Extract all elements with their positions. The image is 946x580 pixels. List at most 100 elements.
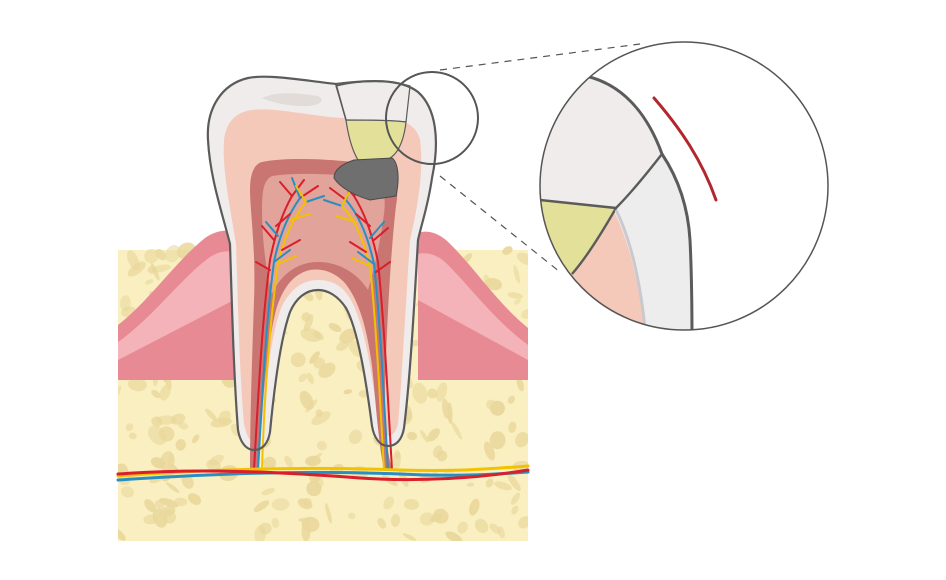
bone-spot bbox=[484, 277, 503, 291]
bone-spot bbox=[516, 252, 528, 266]
bone-spot bbox=[336, 341, 349, 351]
pulp-vessel bbox=[261, 201, 307, 471]
magnified-enamel bbox=[612, 152, 692, 330]
bone-spot bbox=[175, 439, 186, 451]
magnified-enamel-outline bbox=[585, 74, 694, 330]
bone-spot bbox=[514, 298, 522, 305]
magnifier-lens-large bbox=[539, 41, 829, 331]
bone-spot bbox=[436, 382, 448, 402]
enamel-wear bbox=[262, 93, 322, 106]
bone-spot bbox=[159, 498, 179, 508]
bone-spot bbox=[427, 428, 440, 442]
bone-spot bbox=[451, 421, 463, 440]
bone-spot bbox=[301, 312, 311, 322]
bone-spot bbox=[162, 509, 177, 524]
bone-spot bbox=[261, 488, 275, 496]
bone-spot bbox=[507, 395, 516, 404]
magnified-view bbox=[540, 42, 828, 330]
bone-spot bbox=[325, 502, 332, 524]
enamel-outline bbox=[206, 75, 438, 452]
bone-spot bbox=[158, 426, 175, 442]
pulp-vessel bbox=[253, 195, 293, 471]
bone-spot bbox=[518, 516, 528, 529]
bone-spot bbox=[151, 389, 161, 399]
bone-spot bbox=[178, 422, 189, 430]
bone-spot bbox=[301, 497, 312, 506]
bone-spot bbox=[419, 512, 435, 526]
bone-spot bbox=[390, 513, 401, 527]
tooth bbox=[206, 75, 438, 471]
bone-spot bbox=[521, 309, 528, 319]
gum-left-inner bbox=[118, 251, 234, 360]
bone-spot bbox=[457, 521, 468, 534]
bone-spot bbox=[377, 517, 387, 529]
magnified-filling-border-lower bbox=[540, 198, 617, 210]
bone-spot bbox=[262, 456, 277, 470]
bone-spot bbox=[328, 322, 342, 333]
bone-spot bbox=[507, 292, 523, 299]
bone-spot bbox=[494, 481, 512, 491]
bone-spot bbox=[118, 528, 126, 541]
bone-spot bbox=[125, 423, 134, 432]
bone-spot bbox=[442, 398, 450, 419]
bone-spot bbox=[485, 478, 494, 488]
bone-spot bbox=[339, 328, 358, 344]
bone-spot bbox=[298, 517, 315, 523]
bone-spot bbox=[187, 493, 202, 505]
bone-spot bbox=[160, 451, 175, 472]
composite-filling-surface bbox=[335, 80, 411, 123]
pulp-vessel bbox=[345, 199, 389, 471]
gum-right-inner bbox=[418, 253, 528, 360]
bone-spot bbox=[144, 249, 159, 264]
bone-spot bbox=[420, 429, 429, 443]
bone-spot bbox=[120, 486, 135, 498]
bone-spot bbox=[489, 400, 505, 416]
bone-spot bbox=[402, 533, 416, 541]
magnifier-lens-small bbox=[385, 71, 479, 165]
bone-spot bbox=[347, 512, 356, 520]
bone-spot bbox=[305, 399, 318, 413]
bone-spot bbox=[508, 421, 517, 433]
bone-spot bbox=[403, 498, 420, 510]
bone-spot bbox=[165, 245, 181, 263]
bone-spot bbox=[150, 262, 160, 281]
bone-spot bbox=[497, 526, 505, 539]
bone-spot bbox=[313, 330, 324, 341]
bone-spot bbox=[259, 522, 272, 535]
bone-spot bbox=[311, 411, 331, 426]
pulp-vessel bbox=[257, 197, 301, 471]
amalgam-filling bbox=[333, 157, 399, 201]
bone-spot bbox=[412, 382, 428, 404]
bone-spot bbox=[430, 513, 443, 523]
bone-spot bbox=[510, 492, 521, 505]
pulp-vessel bbox=[277, 185, 371, 267]
alveolar-vessels bbox=[116, 464, 530, 482]
pulp-core bbox=[262, 173, 385, 294]
bone-spot bbox=[307, 452, 322, 466]
bone-spot bbox=[445, 531, 463, 541]
bone-spot bbox=[489, 431, 506, 450]
gingiva bbox=[118, 230, 528, 380]
filling-border bbox=[335, 83, 347, 121]
bone-spot bbox=[313, 357, 326, 369]
pulp-vessel bbox=[341, 205, 385, 471]
bone-spot bbox=[303, 314, 314, 332]
bone-spot bbox=[392, 449, 401, 471]
marginal-gap-line bbox=[652, 96, 718, 202]
bone-spot bbox=[466, 482, 475, 487]
bone-spot bbox=[469, 498, 480, 516]
bone-spot bbox=[271, 498, 290, 511]
bone-spot bbox=[209, 454, 224, 466]
bone-spot bbox=[316, 440, 327, 451]
bone-spot bbox=[474, 518, 489, 534]
bone-spot bbox=[502, 246, 513, 255]
bone-spot bbox=[181, 474, 194, 489]
bone-spot bbox=[515, 431, 528, 448]
bone-spot bbox=[309, 351, 320, 364]
bone-spot bbox=[383, 496, 395, 510]
bone-spot bbox=[118, 385, 122, 399]
bone-spot bbox=[127, 377, 147, 392]
magnified-dentin-edge bbox=[614, 209, 648, 330]
